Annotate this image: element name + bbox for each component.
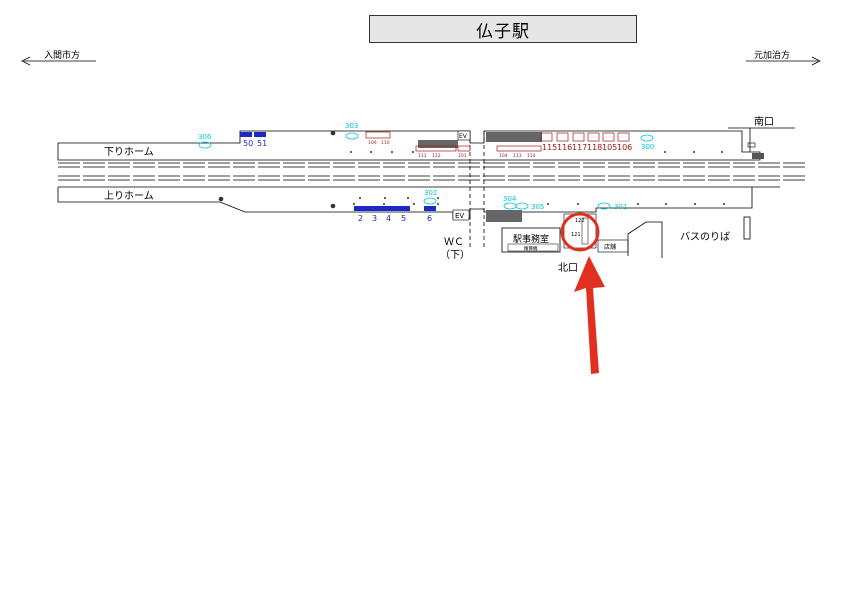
tracks — [58, 162, 808, 181]
red-label-117: 117 — [572, 143, 587, 152]
red-label-110: 110 — [381, 140, 390, 146]
red-label-118: 118 — [587, 143, 602, 152]
ev-top-label: EV — [459, 133, 468, 140]
red-label-113: 113 — [513, 153, 522, 159]
station-office-sub-label: 精算機 — [524, 245, 538, 252]
station-office: 駅事務室 精算機 — [501, 227, 561, 253]
red-label-116: 116 — [557, 143, 572, 152]
pillars — [218, 130, 336, 209]
south-exit: 南口 — [728, 115, 795, 159]
blue-label-6: 6 — [427, 214, 432, 223]
page-title: 仏子駅 — [369, 15, 637, 43]
north-exit-label: 北口 — [558, 262, 578, 274]
down-platform-label: 下りホーム — [104, 146, 154, 158]
blue-markers-up: 2 3 4 5 6 — [354, 206, 436, 223]
blue-markers-down: 50 51 — [240, 132, 267, 148]
blue-label-3: 3 — [372, 214, 377, 223]
cyan-label-302: 302 — [424, 189, 437, 197]
up-platform — [57, 186, 780, 220]
red-markers-large: 115 116 117 118 105 106 — [540, 132, 632, 152]
blue-label-4: 4 — [386, 214, 391, 223]
red-markers-small: 109 110 111 112 101 104 113 114 — [365, 131, 542, 159]
blue-label-2: 2 — [358, 214, 363, 223]
cyan-label-300: 300 — [641, 143, 654, 151]
red-label-115: 115 — [542, 143, 557, 152]
red-label-109: 109 — [368, 140, 377, 146]
shop: 店舗 — [597, 239, 629, 253]
red-label-104: 104 — [499, 153, 508, 159]
cyan-label-301: 301 — [614, 203, 627, 211]
blue-label-50: 50 — [243, 139, 253, 148]
ev-bottom-label: EV — [455, 212, 464, 220]
blue-label-5: 5 — [401, 214, 406, 223]
cyan-label-304: 304 — [503, 195, 517, 203]
cyan-label-303: 303 — [345, 122, 358, 130]
bus-stop: バスのりば — [627, 216, 751, 258]
concourse-passage — [469, 131, 485, 250]
cyan-label-305: 305 — [531, 203, 544, 211]
cyan-markers: 306 303 302 304 305 301 300 — [198, 122, 654, 211]
red-label-114: 114 — [527, 153, 536, 159]
station-office-label: 駅事務室 — [513, 233, 549, 245]
red-label-112: 112 — [432, 153, 441, 159]
ev-bottom-box — [452, 209, 470, 221]
blue-label-51: 51 — [257, 139, 267, 148]
shop-label: 店舗 — [604, 243, 616, 251]
platform-dots — [350, 151, 725, 205]
down-platform — [57, 130, 761, 161]
red-label-106: 106 — [617, 143, 632, 152]
direction-right-label: 元加治方 — [754, 49, 790, 61]
stairs — [418, 132, 542, 222]
svg-text:121: 121 — [571, 232, 581, 238]
wc-label-1: ＷＣ — [444, 237, 464, 248]
direction-right: 元加治方 — [746, 49, 821, 66]
svg-text:122: 122 — [575, 218, 585, 224]
direction-left: 入間市方 — [21, 49, 96, 66]
highlight-arrow — [574, 256, 605, 374]
red-label-111: 111 — [418, 153, 427, 159]
bus-stop-label: バスのりば — [680, 231, 730, 243]
cyan-label-306: 306 — [198, 133, 212, 141]
up-platform-label: 上りホーム — [104, 190, 154, 202]
ev-top-box — [457, 130, 471, 141]
south-exit-label: 南口 — [754, 115, 774, 128]
red-label-105: 105 — [602, 143, 617, 152]
wc-label-2: （下） — [440, 249, 470, 261]
red-label-101: 101 — [458, 153, 467, 159]
direction-left-label: 入間市方 — [44, 49, 80, 61]
highlight-circle — [560, 212, 600, 252]
